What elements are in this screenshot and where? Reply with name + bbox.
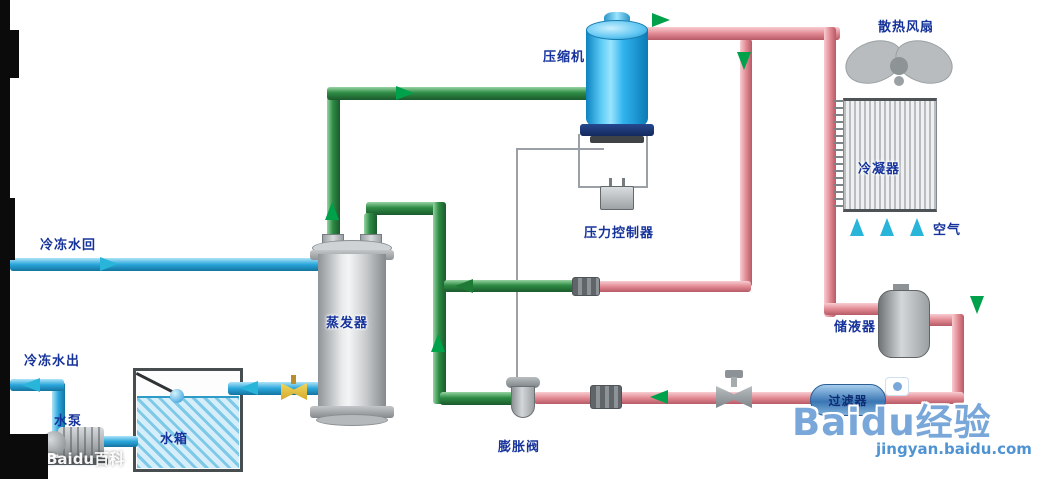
pipe-suction-horizontal [327, 87, 604, 100]
pipe-tank-to-pump [98, 436, 138, 447]
receiver [878, 290, 930, 358]
discharge-flow-arrow-right [652, 13, 670, 27]
bypass-fitting [572, 277, 600, 296]
label-water-pump: 水泵 [54, 414, 83, 429]
label-air: 空气 [933, 223, 962, 238]
pipe-bypass-vertical [740, 39, 752, 287]
air-flow-arrow-2 [880, 218, 894, 236]
receiver-flow-arrow-down [970, 296, 984, 314]
compressor-base [580, 124, 654, 136]
label-evaporator: 蒸发器 [326, 316, 369, 331]
left-edge-tab-middle [0, 198, 15, 260]
controller-capillary-right-h [627, 186, 648, 188]
liquid-line-coupling [590, 385, 622, 409]
filter: 过滤器 [810, 384, 886, 416]
label-receiver: 储液器 [834, 320, 877, 335]
pipe-bypass-horizontal-green [444, 280, 598, 292]
liquid-valve-cap [725, 370, 743, 378]
label-pressure-controller: 压力控制器 [584, 226, 655, 241]
cooling-fan-icon [843, 28, 955, 98]
pipe-expansion-valve-outlet [440, 392, 518, 405]
expansion-valve [511, 386, 535, 418]
tank-water [137, 396, 239, 468]
expansion-valve-sensing-line-v [516, 148, 518, 384]
pipe-receiver-outlet-vertical [952, 314, 964, 402]
pressure-controller [600, 186, 634, 210]
check-valve [281, 383, 307, 400]
air-flow-arrow-1 [850, 218, 864, 236]
condenser-coil [833, 100, 845, 210]
label-chilled-water-out: 冷冻水出 [24, 354, 81, 369]
watermark-url: jingyan.baidu.com [876, 440, 1032, 458]
controller-terminal-1 [609, 178, 612, 187]
label-chilled-water-return: 冷冻水回 [40, 238, 97, 253]
liquid-valve-stem [731, 377, 737, 387]
label-condenser: 冷凝器 [858, 162, 901, 177]
fan-blades [845, 40, 953, 86]
pipe-liquid-to-filter [880, 392, 964, 404]
controller-capillary-left [578, 134, 580, 188]
camera-lens [892, 382, 902, 391]
compressor-top-ellipse [586, 20, 648, 40]
receiver-nub [893, 284, 909, 294]
pipe-feed-top-horizontal [366, 202, 446, 215]
expansion-valve-diaphragm [506, 377, 540, 388]
pipe-suction-vertical [327, 96, 340, 254]
pipe-discharge-horizontal [616, 27, 840, 40]
label-cooling-fan: 散热风扇 [878, 20, 935, 35]
condenser [843, 98, 937, 212]
filter-label: 过滤器 [828, 393, 868, 408]
evaporator-body [318, 254, 386, 408]
bottom-left-corner-block [0, 434, 48, 479]
label-compressor: 压缩机 [543, 50, 586, 65]
expansion-valve-sensing-line-h [516, 148, 604, 150]
pipe-bypass-horizontal-pink [596, 281, 751, 292]
controller-terminal-2 [622, 178, 625, 187]
left-edge-tab-top [0, 30, 19, 78]
controller-capillary-right [646, 134, 648, 188]
label-expansion-valve: 膨胀阀 [498, 440, 541, 455]
air-flow-arrow-3 [910, 218, 924, 236]
check-valve-stem [291, 375, 296, 384]
pipe-pump-outlet-vertical [52, 382, 65, 434]
float-ball [170, 389, 184, 403]
liquid-valve [716, 386, 752, 408]
pipe-chilled-water-return [10, 258, 332, 271]
pipe-discharge-condenser-vertical [824, 27, 836, 317]
pipe-condenser-to-receiver [824, 303, 884, 315]
pipe-liquid-line [534, 392, 816, 404]
pump-base [44, 458, 108, 465]
compressor-foot [590, 136, 644, 143]
pipe-feed-vertical [433, 202, 446, 404]
controller-capillary-left-h [579, 186, 607, 188]
evaporator-bottom-ellipse [316, 414, 388, 426]
compressor-body [586, 30, 648, 126]
label-water-tank: 水箱 [160, 432, 189, 447]
